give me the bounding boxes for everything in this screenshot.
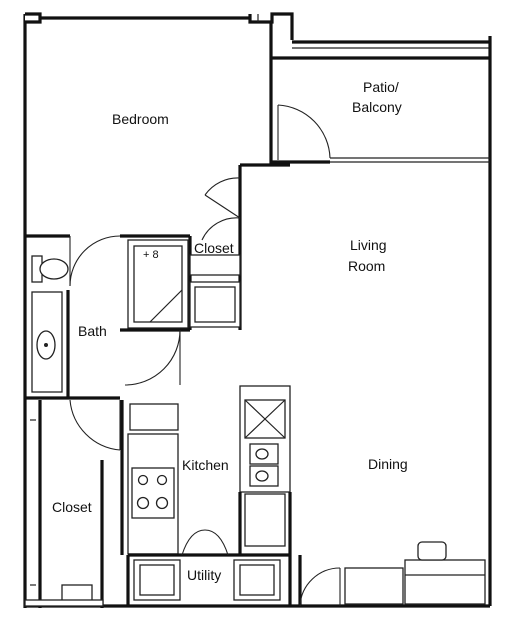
bath-label: Bath: [78, 323, 107, 339]
patio-label-line1: Patio/: [363, 79, 399, 95]
shower: + 8: [127, 239, 189, 329]
bath-walls: [25, 255, 190, 451]
bedroom-walls: [25, 22, 273, 330]
living-label-line2: Room: [348, 258, 385, 274]
entry-area: [298, 541, 486, 607]
room-labels: Bedroom Patio/ Balcony Closet Living Roo…: [52, 79, 408, 583]
small-closet-label: Closet: [194, 240, 234, 256]
patio-walls: [271, 56, 490, 164]
kitchen: [120, 385, 292, 606]
patio-label-line2: Balcony: [352, 99, 402, 115]
kitchen-label: Kitchen: [182, 457, 229, 473]
utility-label: Utility: [187, 567, 221, 583]
bedroom-label: Bedroom: [112, 111, 169, 127]
utility: [126, 529, 290, 606]
large-closet-label: Closet: [52, 499, 92, 515]
shower-mark: + 8: [143, 249, 159, 261]
small-closet: [189, 254, 241, 328]
living-label-line1: Living: [350, 237, 387, 253]
large-closet: [24, 400, 104, 608]
dining-label: Dining: [368, 456, 408, 472]
